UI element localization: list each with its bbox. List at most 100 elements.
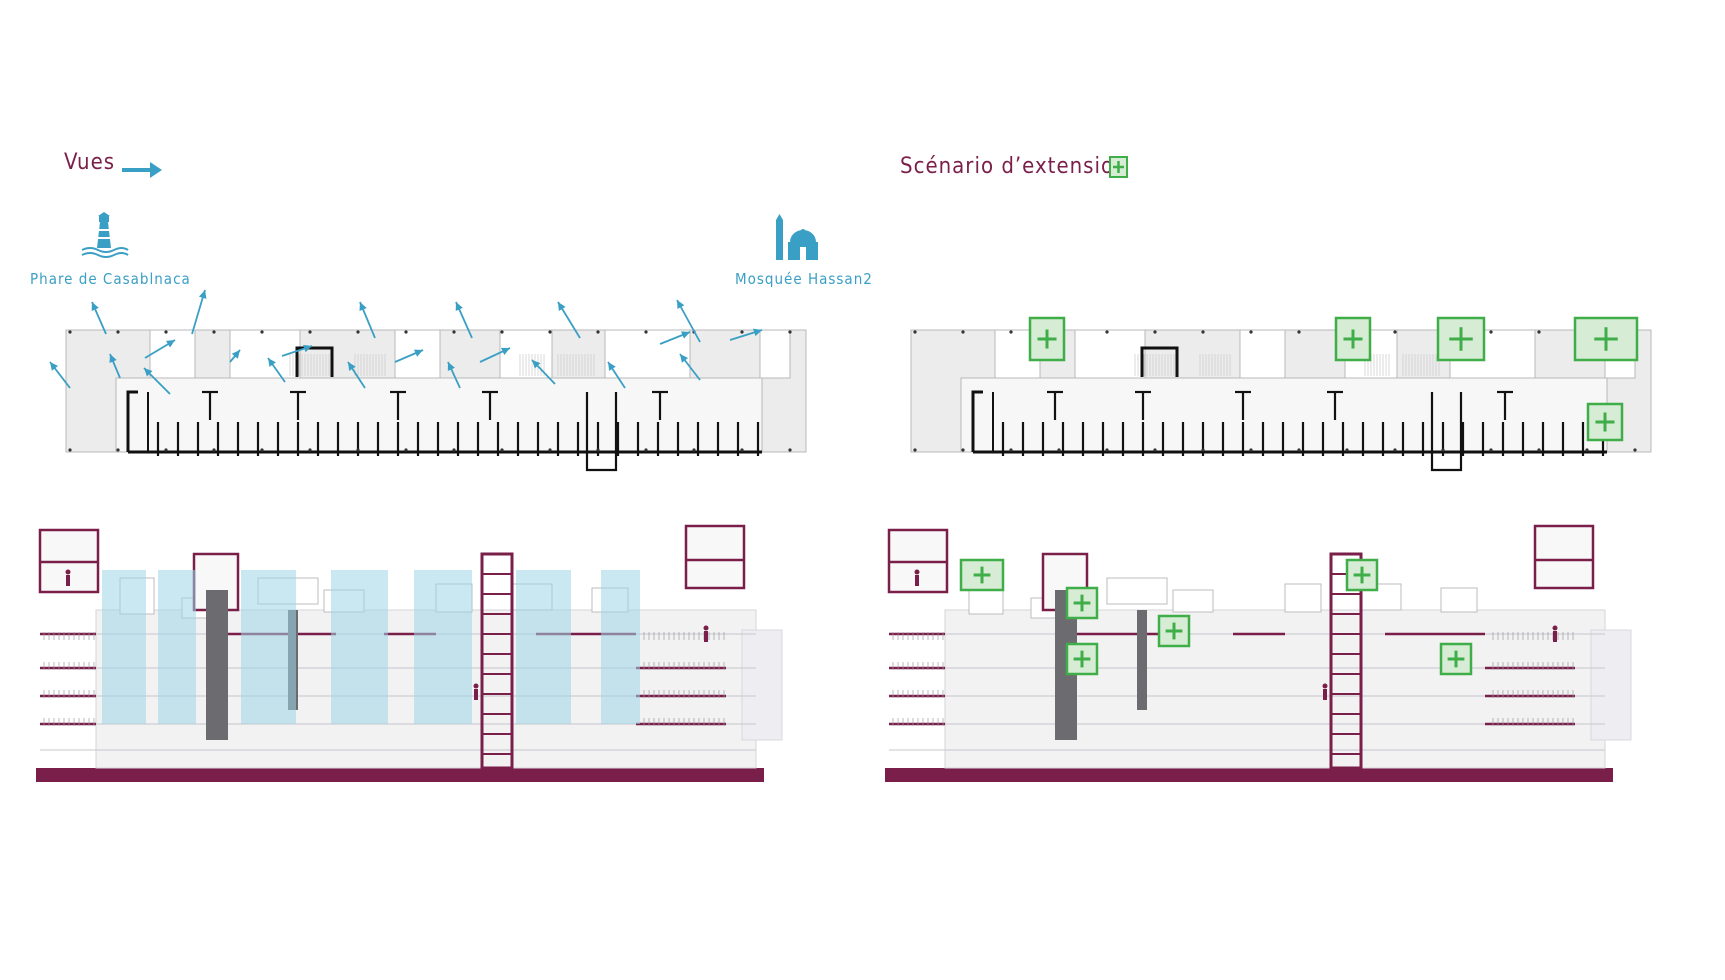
column	[68, 330, 72, 334]
column	[1009, 330, 1013, 334]
human-figure	[65, 569, 71, 586]
column	[1249, 448, 1253, 452]
figure-head	[473, 683, 479, 689]
extension-box	[1065, 586, 1099, 620]
stair-core	[206, 590, 228, 740]
plus-box-icon	[1109, 156, 1128, 178]
figure-body	[474, 689, 478, 700]
human-figure	[1552, 625, 1558, 642]
view-arrow-head	[532, 360, 541, 369]
column	[788, 330, 792, 334]
column	[356, 448, 360, 452]
figure-body	[704, 631, 708, 642]
column	[1105, 448, 1109, 452]
view-arrow-head	[109, 354, 117, 363]
glazed-facade	[414, 570, 472, 724]
column	[1345, 448, 1349, 452]
column	[548, 448, 552, 452]
terrace-gap	[759, 329, 791, 379]
view-arrow	[557, 301, 581, 339]
extension-box	[959, 558, 1005, 592]
view-arrow-head	[144, 368, 153, 377]
view-arrow	[347, 361, 366, 389]
extension-box	[1157, 614, 1191, 648]
terrace-gap	[1239, 329, 1286, 379]
glazed-facade	[158, 570, 196, 724]
view-arrow	[531, 359, 556, 385]
ground-slab	[885, 768, 1613, 782]
column	[740, 330, 744, 334]
view-arrow	[109, 353, 121, 379]
extension-box	[1439, 642, 1473, 676]
landmark-right-label: Mosquée Hassan2	[735, 270, 873, 288]
building-section-views	[36, 524, 783, 782]
terrace-gap	[149, 329, 196, 379]
roof-volume	[1440, 587, 1478, 613]
floor-plan-views	[49, 289, 807, 472]
landmark-left-label: Phare de Casablnaca	[30, 270, 191, 288]
extension-box	[1028, 316, 1066, 362]
end-wall	[126, 390, 138, 452]
view-arrow	[479, 347, 511, 363]
column	[1393, 330, 1397, 334]
view-arrow	[729, 328, 763, 341]
view-arrow	[394, 349, 424, 363]
lighthouse-icon	[81, 212, 129, 258]
view-arrow-head	[414, 349, 423, 357]
column	[596, 330, 600, 334]
column	[404, 448, 408, 452]
view-arrow-head	[680, 354, 689, 363]
terrace-gap	[1074, 329, 1146, 379]
stair-core	[1137, 610, 1147, 710]
roof-volume	[1106, 577, 1168, 605]
view-arrow-head	[359, 302, 367, 311]
column	[961, 330, 965, 334]
column	[1297, 330, 1301, 334]
glazed-facade	[241, 570, 296, 724]
view-arrow	[91, 301, 107, 335]
human-figure	[703, 625, 709, 642]
column	[164, 330, 168, 334]
view-arrow-head	[231, 350, 240, 359]
column	[596, 448, 600, 452]
column	[164, 448, 168, 452]
figure-head	[65, 569, 71, 575]
end-frame-right	[1533, 524, 1595, 590]
floor-plan-extension	[910, 316, 1652, 472]
column	[500, 448, 504, 452]
column	[1537, 448, 1541, 452]
view-arrow-head	[50, 362, 59, 371]
figure-head	[1322, 683, 1328, 689]
column	[1105, 330, 1109, 334]
background-building	[741, 629, 783, 741]
view-arrow-head	[447, 362, 455, 371]
extension-box-frame	[1573, 316, 1639, 362]
glazed-facade	[601, 570, 640, 724]
column	[1489, 330, 1493, 334]
extension-box	[1586, 402, 1624, 442]
column	[788, 448, 792, 452]
arrow-right-icon	[122, 162, 162, 178]
view-arrow	[676, 299, 701, 343]
view-arrow	[659, 331, 691, 345]
column	[356, 330, 360, 334]
building-section-extension	[885, 524, 1632, 782]
view-arrow-head	[753, 328, 762, 337]
stairwell	[585, 392, 618, 472]
figure-body	[915, 575, 919, 586]
view-arrow-head	[303, 344, 312, 353]
column	[1009, 448, 1013, 452]
view-arrow-head	[348, 362, 356, 371]
view-arrow	[144, 339, 176, 359]
ladder-tower	[480, 552, 514, 770]
core-outline	[1140, 346, 1179, 377]
extension-box	[1573, 316, 1639, 362]
column	[1297, 448, 1301, 452]
extension-box-frame	[1334, 316, 1372, 362]
view-arrow-head	[198, 290, 207, 299]
column	[740, 448, 744, 452]
end-frame-right	[684, 524, 746, 590]
glazed-facade	[516, 570, 571, 724]
view-arrow-head	[558, 302, 566, 311]
view-arrow	[607, 361, 626, 389]
